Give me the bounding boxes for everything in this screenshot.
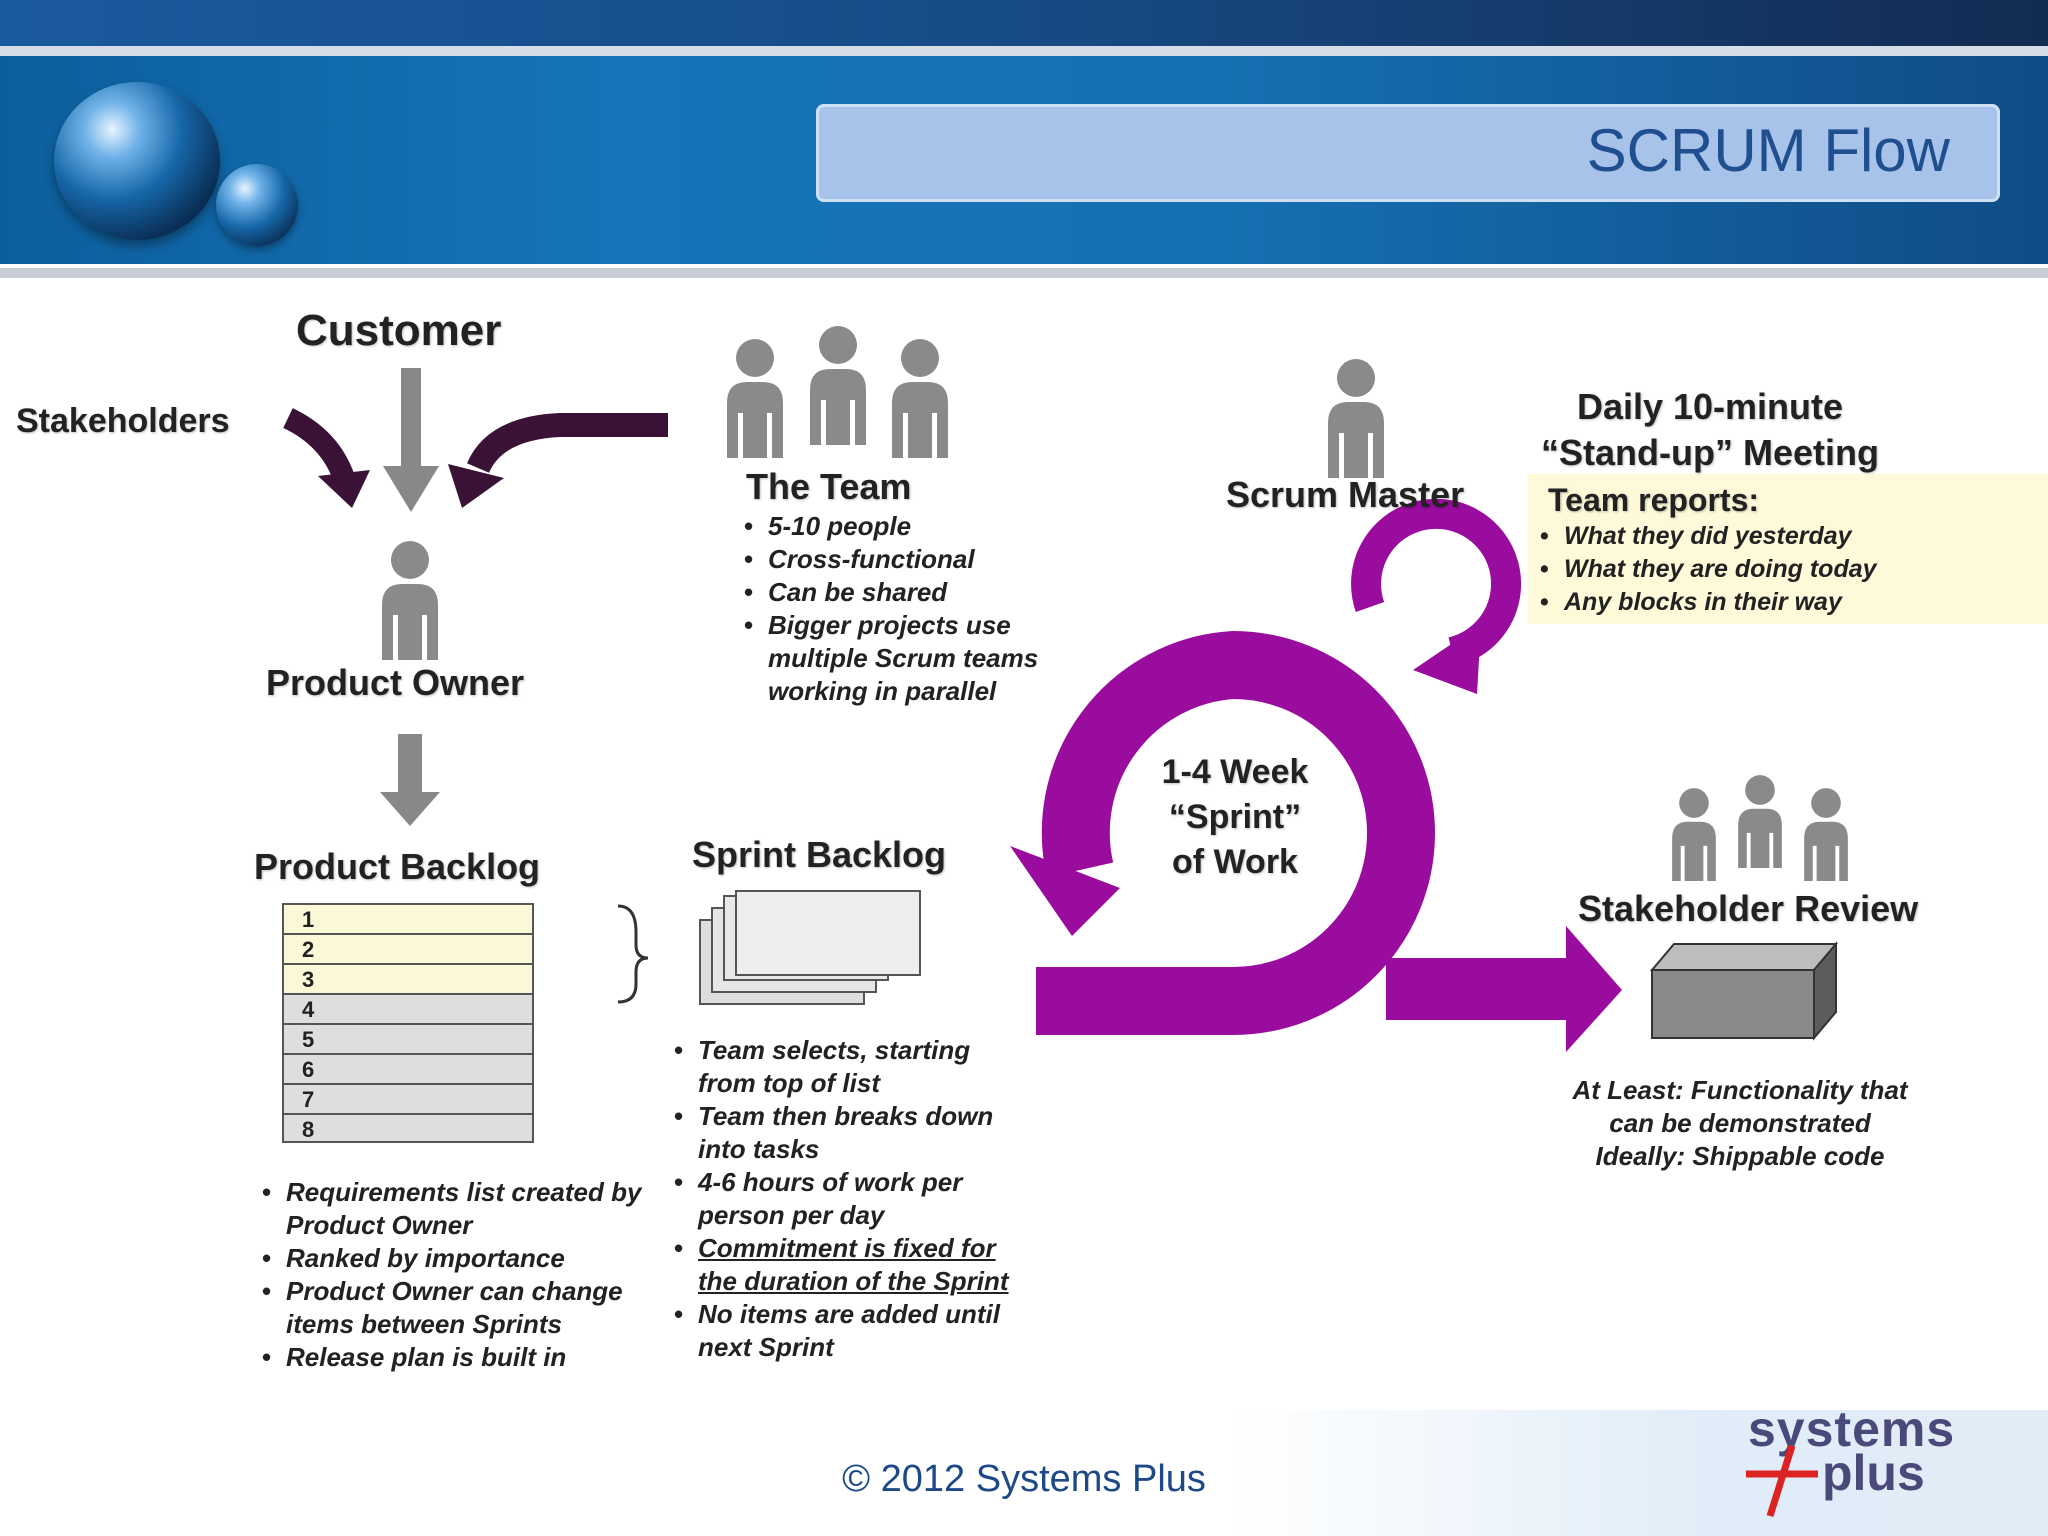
brace-icon (617, 904, 649, 1004)
review-line1: At Least: Functionality that (1572, 1075, 1908, 1105)
list-item: Can be shared (740, 576, 1080, 609)
logo-line2: plus (1822, 1445, 1925, 1501)
sprint-label: 1-4 Week “Sprint” of Work (1120, 750, 1350, 885)
team-member-icon (810, 326, 866, 445)
copyright-text: © 2012 Systems Plus (842, 1458, 1206, 1500)
sprint-cycle-arrow (1010, 630, 1435, 1035)
standup-title-line2: “Stand-up” Meeting (1541, 432, 1879, 473)
list-item: Team selects, starting from top of list (670, 1034, 1010, 1100)
sprint-backlog-stack-icon (699, 890, 921, 1005)
customer-down-arrow (383, 368, 439, 512)
sprint-label-line3: of Work (1172, 843, 1298, 881)
list-item: Team then breaks down into tasks (670, 1100, 1010, 1166)
backlog-row: 7 (282, 1083, 534, 1113)
list-item: Cross-functional (740, 543, 1080, 576)
reviewer-icon (1738, 775, 1782, 868)
team-member-icon (892, 339, 948, 458)
standup-title-line1: Daily 10-minute (1576, 386, 1844, 427)
page-title: SCRUM Flow (1586, 117, 1950, 184)
stakeholders-label: Stakeholders (16, 402, 230, 440)
stakeholder-review-notes: At Least: Functionality that can be demo… (1520, 1074, 1960, 1173)
team-notes: 5-10 people Cross-functional Can be shar… (740, 510, 1080, 708)
sprint-label-line1: 1-4 Week (1161, 753, 1309, 791)
list-item: Commitment is fixed for the duration of … (670, 1232, 1010, 1298)
backlog-row: 8 (282, 1113, 534, 1143)
list-item: Any blocks in their way (1536, 586, 2036, 619)
logo-line1: systems (1748, 1401, 1956, 1457)
team-member-icon (727, 339, 783, 458)
list-item: No items are added until next Sprint (670, 1298, 1010, 1364)
review-line3: Ideally: Shippable code (1595, 1141, 1885, 1171)
globe-large-icon (54, 82, 220, 240)
stakeholders-arrow (283, 408, 370, 508)
product-backlog-title: Product Backlog (254, 846, 541, 887)
header-divider (0, 46, 2048, 56)
team-arrow (448, 413, 668, 508)
stakeholder-review-title: Stakeholder Review (1578, 888, 1919, 929)
reviewer-icon (1804, 788, 1848, 881)
product-box-icon (1649, 941, 1839, 1041)
top-bar (0, 0, 2048, 46)
product-backlog-notes: Requirements list created by Product Own… (258, 1176, 658, 1374)
standup-title: Daily 10-minute “Stand-up” Meeting (1530, 384, 1890, 476)
product-owner-icon (382, 541, 438, 660)
sprint-backlog-notes: Team selects, starting from top of list … (670, 1034, 1010, 1364)
sprint-backlog-title: Sprint Backlog (692, 834, 947, 875)
list-item: Bigger projects use multiple Scrum teams… (740, 609, 1080, 708)
list-item: 5-10 people (740, 510, 1080, 543)
backlog-row: 5 (282, 1023, 534, 1053)
backlog-row: 1 (282, 903, 534, 933)
backlog-row: 3 (282, 963, 534, 993)
backlog-row: 4 (282, 993, 534, 1023)
list-item: Requirements list created by Product Own… (258, 1176, 658, 1242)
list-item: What they did yesterday (1536, 520, 2036, 553)
backlog-row: 6 (282, 1053, 534, 1083)
backlog-row: 2 (282, 933, 534, 963)
header-rule (0, 268, 2048, 278)
list-item: Product Owner can change items between S… (258, 1275, 658, 1341)
team-title: The Team (746, 466, 912, 507)
list-item: 4-6 hours of work per person per day (670, 1166, 1010, 1232)
globe-small-icon (216, 164, 298, 246)
daily-loop-arrow (1351, 498, 1522, 694)
product-owner-down-arrow (380, 734, 440, 826)
scrum-master-label: Scrum Master (1226, 474, 1465, 515)
title-box: SCRUM Flow (816, 104, 2000, 202)
sprint-label-line2: “Sprint” (1168, 798, 1302, 836)
list-item: What they are doing today (1536, 553, 2036, 586)
footer-fade (1230, 1410, 2048, 1536)
list-item: Release plan is built in (258, 1341, 658, 1374)
customer-label: Customer (296, 306, 502, 355)
plus-mark-icon (1746, 1444, 1818, 1518)
review-line2: can be demonstrated (1609, 1108, 1871, 1138)
scrum-master-icon (1328, 359, 1384, 478)
product-owner-label: Product Owner (266, 662, 525, 703)
review-arrow (1386, 926, 1622, 1052)
standup-notes: What they did yesterday What they are do… (1536, 520, 2036, 619)
systems-plus-logo: systems plus (1740, 1400, 1980, 1520)
team-reports-label: Team reports: (1548, 482, 1760, 518)
reviewer-icon (1672, 788, 1716, 881)
list-item: Ranked by importance (258, 1242, 658, 1275)
